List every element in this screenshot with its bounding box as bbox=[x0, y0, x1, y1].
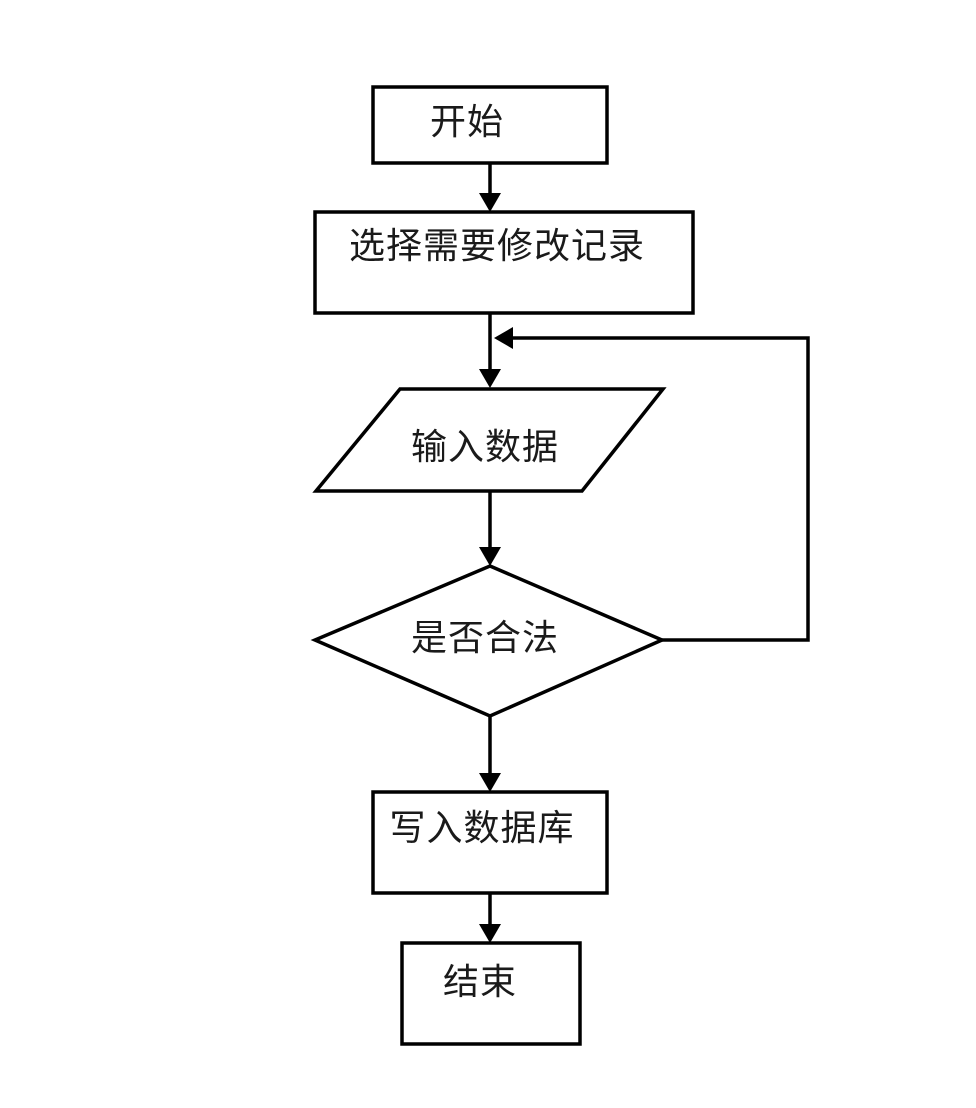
end-label: 结束 bbox=[443, 961, 517, 1002]
node-start bbox=[371, 85, 609, 165]
start-rectangle bbox=[371, 85, 609, 165]
write-label: 写入数据库 bbox=[389, 807, 574, 848]
write-rectangle bbox=[371, 790, 609, 895]
start-label: 开始 bbox=[430, 101, 504, 142]
end-rectangle bbox=[400, 941, 582, 1046]
select-rectangle bbox=[313, 210, 695, 315]
edges-group bbox=[488, 163, 810, 926]
node-decision bbox=[310, 564, 667, 718]
arrowhead-down-into-write bbox=[479, 773, 501, 792]
arrowhead-down-into-input bbox=[479, 369, 501, 388]
node-select bbox=[313, 210, 695, 315]
decision-label: 是否合法 bbox=[411, 617, 559, 658]
edge-decision-loopback bbox=[512, 336, 810, 642]
arrowhead-down-into-end bbox=[479, 924, 501, 943]
arrowhead-left-loopback bbox=[494, 327, 513, 349]
node-write bbox=[371, 790, 609, 895]
select-label: 选择需要修改记录 bbox=[349, 225, 645, 266]
labels-group: 开始 选择需要修改记录 输入数据 是否合法 写入数据库 结束 bbox=[349, 101, 645, 1002]
input-parallelogram bbox=[312, 387, 667, 493]
input-label: 输入数据 bbox=[411, 426, 559, 467]
node-input bbox=[312, 387, 667, 493]
node-end bbox=[400, 941, 582, 1046]
arrowhead-down-into-select bbox=[479, 193, 501, 212]
arrowhead-down-into-decision bbox=[479, 547, 501, 566]
decision-diamond bbox=[310, 564, 667, 718]
nodes-group bbox=[310, 85, 695, 1046]
arrowheads-group bbox=[479, 193, 513, 943]
